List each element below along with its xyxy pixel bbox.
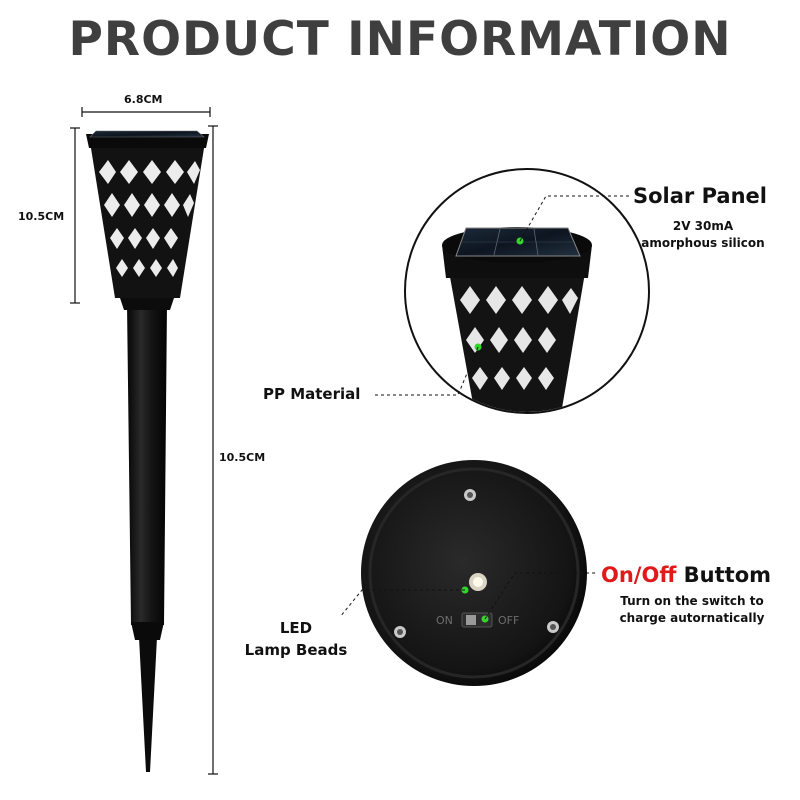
- solar-panel-spec-line2: amorphous silicon: [641, 236, 765, 250]
- stake-light-product: [86, 130, 209, 772]
- led-bead-icon: [469, 573, 487, 591]
- on-off-title-red: On/Off: [601, 563, 677, 587]
- total-height-dimension-line: [208, 125, 218, 775]
- switch-off-label: OFF: [498, 614, 519, 627]
- width-dimension-line: [81, 107, 211, 117]
- solar-panel-closeup: [372, 168, 650, 414]
- width-label: 6.8CM: [124, 93, 163, 106]
- page-title: PRODUCT INFORMATION: [68, 12, 732, 67]
- solar-panel-spec-line1: 2V 30mA: [672, 219, 734, 233]
- total-height-label: 10.5CM: [219, 451, 266, 464]
- switch-on-label: ON: [436, 614, 453, 627]
- screw-icon: [394, 626, 406, 638]
- solar-panel-title: Solar Panel: [633, 184, 767, 208]
- head-height-dimension-line: [70, 127, 80, 304]
- pp-material-leader: [372, 346, 479, 396]
- screw-icon: [547, 621, 559, 633]
- led-label-line2: Lamp Beads: [244, 641, 348, 659]
- led-leader: [339, 589, 465, 618]
- base-disc-closeup: ON OFF: [339, 460, 596, 686]
- on-off-title: On/Off Buttom: [601, 563, 771, 587]
- led-label-line1: LED: [279, 619, 313, 637]
- pp-material-label: PP Material: [263, 385, 361, 403]
- screw-icon: [464, 489, 476, 501]
- on-off-desc-line2: charge autornatically: [619, 611, 765, 625]
- on-off-title-black: Buttom: [683, 563, 771, 587]
- head-height-label: 10.5CM: [18, 210, 65, 223]
- on-off-desc-line1: Turn on the switch to: [620, 594, 764, 608]
- on-off-leader: [484, 572, 596, 620]
